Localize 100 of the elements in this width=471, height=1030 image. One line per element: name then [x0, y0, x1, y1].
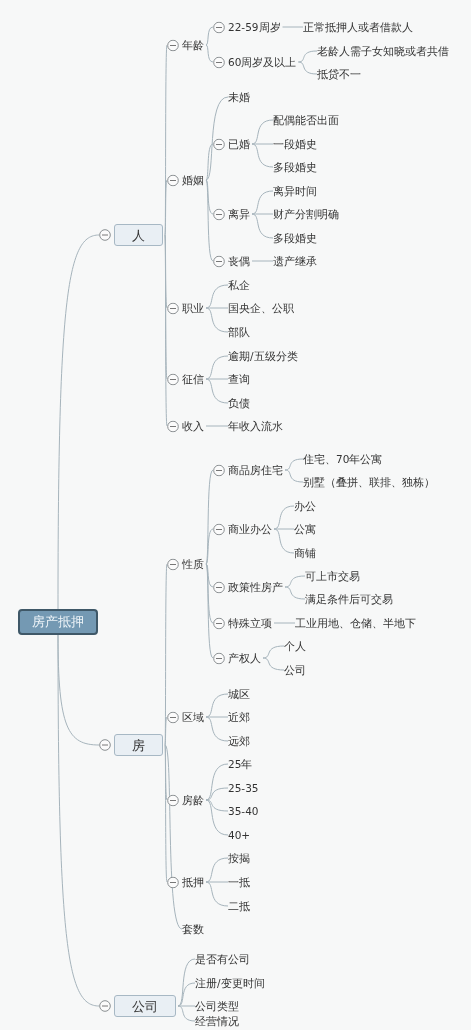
topic-label: 多段婚史 [273, 231, 317, 245]
connector-line [164, 744, 183, 930]
topic-label: 政策性房产 [228, 580, 283, 594]
topic-label: 25年 [228, 757, 253, 771]
connector-line [297, 61, 318, 75]
connector-line [164, 179, 168, 236]
connector-line [205, 528, 214, 565]
topic-label: 性质 [182, 557, 204, 571]
topic-label: 收入 [182, 419, 204, 433]
topic-label: 住宅、70年公寓 [303, 452, 383, 466]
connector-line [297, 50, 318, 63]
topic-label: 财产分割明确 [273, 207, 339, 221]
topic-label: 抵贷不一 [317, 67, 361, 81]
topic-label: 二抵 [228, 899, 250, 913]
connector-line [205, 881, 229, 907]
topic-box: 公司 [114, 995, 176, 1017]
connector-line [57, 634, 100, 1007]
connector-line [205, 26, 214, 46]
topic-label: 22-59周岁 [228, 20, 281, 34]
topic-label: 60周岁及以上 [228, 55, 297, 69]
topic-label: 商铺 [294, 546, 316, 560]
topic-label: 办公 [294, 499, 316, 513]
topic-label: 配偶能否出面 [273, 113, 339, 127]
connector-line [205, 763, 229, 801]
connector-line [177, 1005, 196, 1022]
connector-line [251, 143, 274, 145]
topic-label: 按揭 [228, 851, 250, 865]
connector-line [205, 355, 229, 380]
root-topic-box: 房产抵押 [18, 609, 98, 635]
topic-label: 房龄 [182, 793, 204, 807]
topic-label: 可上市交易 [305, 569, 360, 583]
topic-label: 远郊 [228, 734, 250, 748]
connector-line [205, 307, 229, 333]
connector-line [251, 213, 274, 215]
connector-line [164, 234, 168, 309]
topic-label: 正常抵押人或者借款人 [303, 20, 413, 34]
topic-box: 人 [114, 224, 163, 246]
topic-label: 经营情况 [195, 1014, 239, 1028]
topic-label: 注册/变更时间 [195, 976, 265, 990]
topic-label: 特殊立项 [228, 616, 272, 630]
connector-line [273, 528, 295, 554]
connector-line [205, 179, 214, 262]
connector-line [205, 44, 214, 63]
connector-line [251, 260, 274, 262]
connector-line [205, 284, 229, 309]
connector-line [284, 575, 306, 588]
topic-label: 一段婚史 [273, 137, 317, 151]
connector-line [205, 307, 229, 309]
topic-label: 40+ [228, 828, 251, 842]
connector-line [164, 44, 168, 236]
topic-label: 多段婚史 [273, 160, 317, 174]
connector-line [205, 378, 229, 404]
connector-line [164, 744, 168, 801]
topic-label: 25-35 [228, 781, 259, 795]
connector-line [205, 469, 214, 565]
connector-line [273, 622, 296, 624]
connector-line [251, 213, 274, 239]
connector-line [205, 693, 229, 718]
topic-label: 逾期/五级分类 [228, 349, 298, 363]
topic-label: 职业 [182, 301, 204, 315]
connector-line [251, 119, 274, 145]
topic-label: 35-40 [228, 804, 259, 818]
topic-label: 公司类型 [195, 999, 239, 1013]
connector-line [164, 716, 168, 746]
connector-line [205, 881, 229, 883]
connector-line [251, 190, 274, 215]
topic-label: 公司 [284, 663, 306, 677]
topic-label: 婚姻 [182, 173, 204, 187]
connector-line [273, 528, 295, 530]
topic-label: 离异时间 [273, 184, 317, 198]
connector-line [205, 716, 229, 718]
topic-label: 丧偶 [228, 254, 250, 268]
topic-label: 老龄人需子女知晓或者共借 [317, 44, 449, 58]
connector-line [262, 645, 285, 659]
connector-line [205, 563, 214, 588]
connector-line [284, 458, 304, 471]
topic-label: 别墅（叠拼、联排、独栋） [303, 475, 435, 489]
topic-label: 负债 [228, 396, 250, 410]
topic-label: 公寓 [294, 522, 316, 536]
connector-line [205, 716, 229, 742]
connector-line [205, 563, 214, 659]
topic-label: 商品房住宅 [228, 463, 283, 477]
topic-label: 私企 [228, 278, 250, 292]
topic-label: 年龄 [182, 38, 204, 52]
topic-label: 是否有公司 [195, 952, 250, 966]
connector-line [205, 787, 229, 801]
connector-line [205, 857, 229, 883]
connector-line [57, 234, 100, 610]
connector-line [282, 26, 304, 28]
connector-line [164, 563, 168, 746]
topic-label: 产权人 [228, 651, 261, 665]
topic-label: 查询 [228, 372, 250, 386]
topic-label: 套数 [182, 922, 204, 936]
topic-label: 年收入流水 [228, 419, 283, 433]
connector-line [205, 179, 214, 215]
connector-line [177, 958, 196, 1007]
connector-line [205, 143, 214, 181]
topic-box: 房 [114, 734, 163, 756]
topic-label: 国央企、公职 [228, 301, 294, 315]
connector-line [262, 657, 285, 671]
